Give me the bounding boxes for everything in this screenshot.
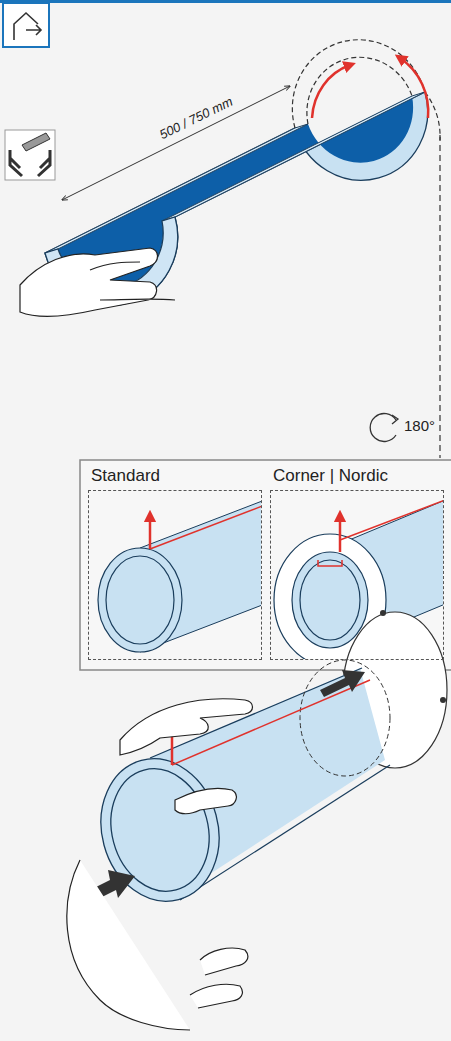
dimension-line [62, 86, 290, 200]
dimension-label: 500 / 750 mm [157, 94, 235, 142]
outdoor-icon [3, 3, 49, 47]
handle-icon [5, 130, 55, 180]
pipe-symbol [22, 133, 50, 151]
leader-line [439, 135, 440, 458]
variant-panel: Corner | Nordic [270, 490, 444, 660]
standard-cylinder [98, 498, 261, 652]
rotate-symbol [370, 414, 396, 442]
insert-cylinder [70, 610, 447, 915]
house-arrow-symbol [14, 13, 41, 40]
rotation-ghost [292, 40, 440, 140]
hand [20, 248, 175, 316]
panel-heading: Standard [91, 466, 160, 486]
rotation-arrow [312, 65, 350, 118]
rotate-symbol [392, 415, 398, 424]
rotation-arrow [400, 58, 428, 118]
rotation-label: 180° [404, 417, 435, 434]
hand [67, 699, 253, 1030]
variant-panel: Standard [88, 490, 262, 660]
header-line [0, 0, 451, 3]
hands-symbol [10, 150, 50, 176]
panel-heading: Corner | Nordic [273, 466, 388, 486]
